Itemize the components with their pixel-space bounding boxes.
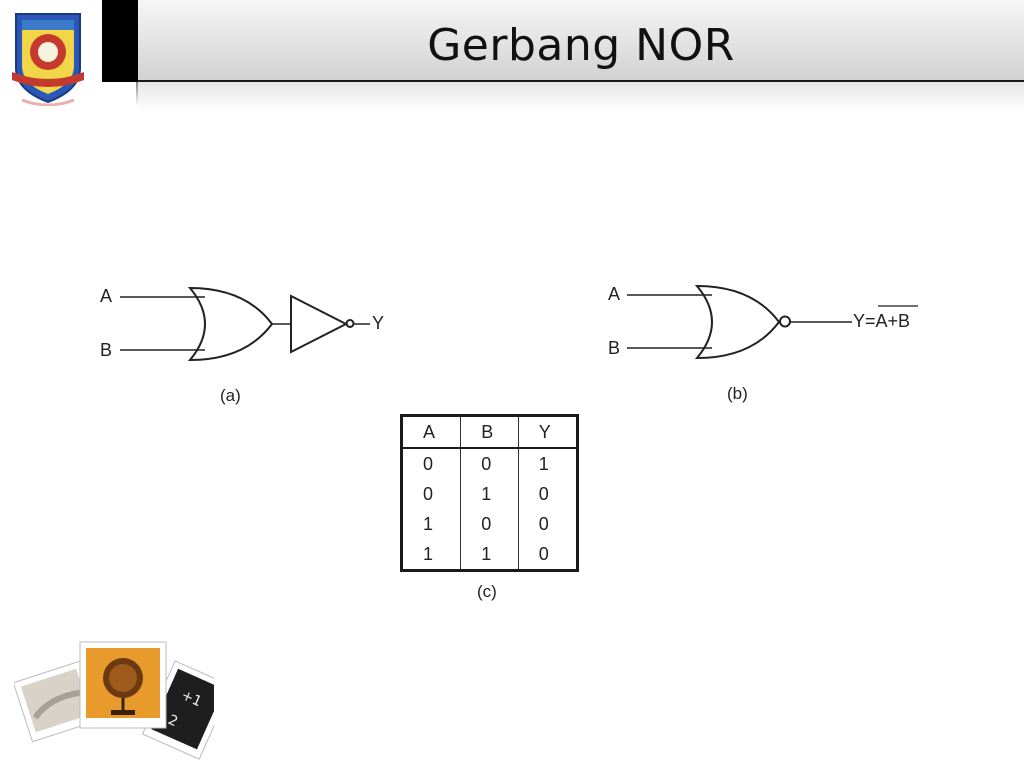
cell-b: 1 [460,479,519,509]
cell-y: 0 [538,543,549,564]
label-output-b: Y=A+B [853,311,910,332]
header-a: A [401,415,462,449]
table-row: 1 0 0 [401,509,578,539]
output-expression: A+B [875,311,911,331]
cell-b: 0 [460,448,519,479]
caption-b: (b) [727,384,748,403]
svg-text:+1: +1 [179,687,204,710]
cell-y: 0 [538,483,549,504]
table-header-row: A B Y [401,415,578,449]
table-row: 0 0 1 [401,448,578,479]
cell-a: 1 [401,509,462,539]
output-prefix: Y= [853,311,876,331]
label-input-b-b: B [608,338,621,358]
caption-a: (a) [220,386,241,405]
table-row: 1 1 0 [401,539,578,571]
cell-a: 0 [401,479,462,509]
inverter-bubble-a [345,319,355,328]
decorative-photos: +1 2 [14,641,214,760]
title-bar [138,0,1024,112]
label-output-a: Y [372,313,385,333]
slide-title: Gerbang NOR [427,20,735,71]
cell-a: 0 [401,448,462,479]
cell-y: 0 [538,513,549,534]
school-logo [12,13,84,106]
caption-c: (c) [477,582,497,601]
label-input-b-a: B [100,340,113,360]
nor-gate-b [694,284,781,360]
cell-b: 1 [460,539,519,571]
inverter-bubble-b [779,315,791,328]
or-gate-a [187,286,274,362]
label-input-a-b: A [608,284,621,304]
header-y: Y [518,415,578,449]
cell-y: 1 [538,453,549,474]
truth-table: A B Y 0 0 1 0 1 0 1 0 0 1 1 0 [400,414,579,572]
cell-a: 1 [401,539,462,571]
accent-block [102,0,138,106]
cell-b: 0 [460,509,519,539]
label-input-a-a: A [100,286,113,306]
not-gate-triangle [290,294,349,354]
header-b: B [460,415,519,449]
table-row: 0 1 0 [401,479,578,509]
